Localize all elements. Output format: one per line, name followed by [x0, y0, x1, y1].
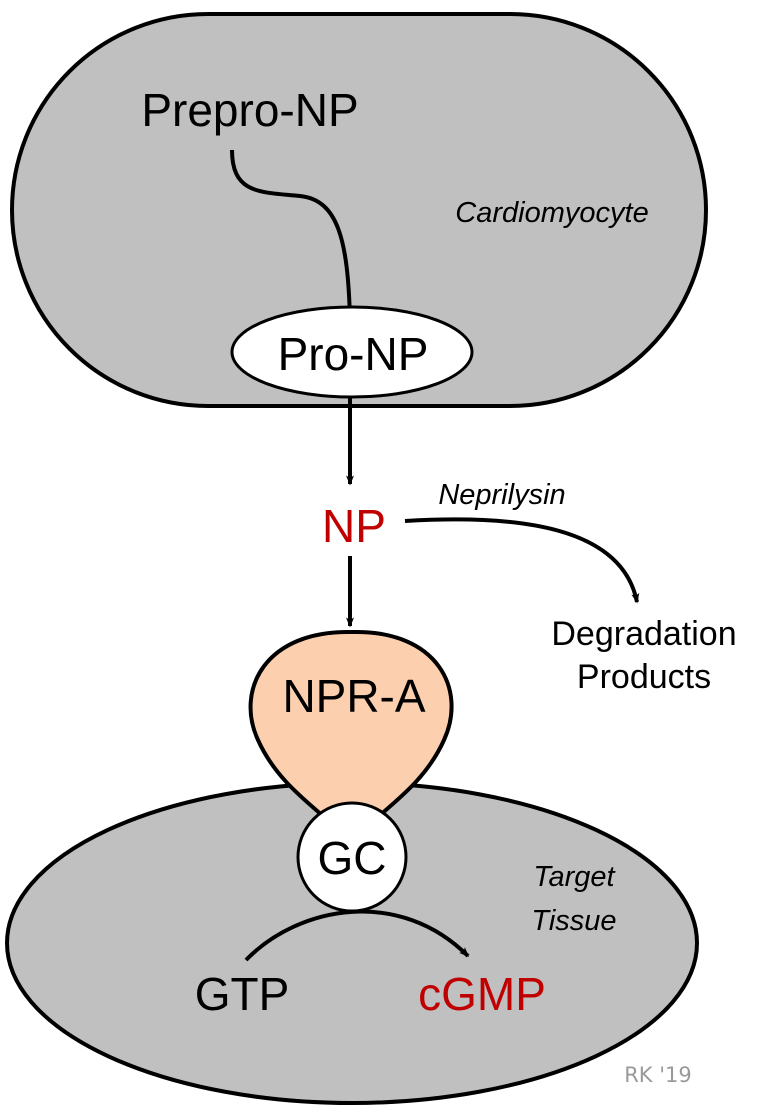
pro-np-label: Pro-NP	[278, 328, 429, 380]
neprilysin-label: Neprilysin	[438, 479, 565, 511]
np-label: NP	[322, 500, 386, 552]
cardiomyocyte-label: Cardiomyocyte	[455, 197, 648, 229]
degradation-products-label-line1: Degradation	[551, 615, 736, 653]
cgmp-label: cGMP	[418, 968, 546, 1020]
degradation-products-label-line2: Products	[577, 658, 711, 696]
target-tissue-label-line2: Tissue	[531, 905, 616, 937]
cardiomyocyte-cell	[10, 12, 708, 408]
prepro-np-label: Prepro-NP	[141, 84, 358, 136]
signature-label: RK '19	[624, 1063, 692, 1087]
gtp-label: GTP	[195, 968, 290, 1020]
npr-a-label: NPR-A	[282, 670, 425, 722]
arrow-prepro-to-pro	[230, 149, 354, 322]
arrow-gtp-to-cgmp	[244, 909, 470, 962]
target-tissue-label-line1: Target	[533, 861, 616, 893]
arrow-np-to-degradation	[404, 517, 640, 604]
gc-label: GC	[318, 832, 387, 884]
